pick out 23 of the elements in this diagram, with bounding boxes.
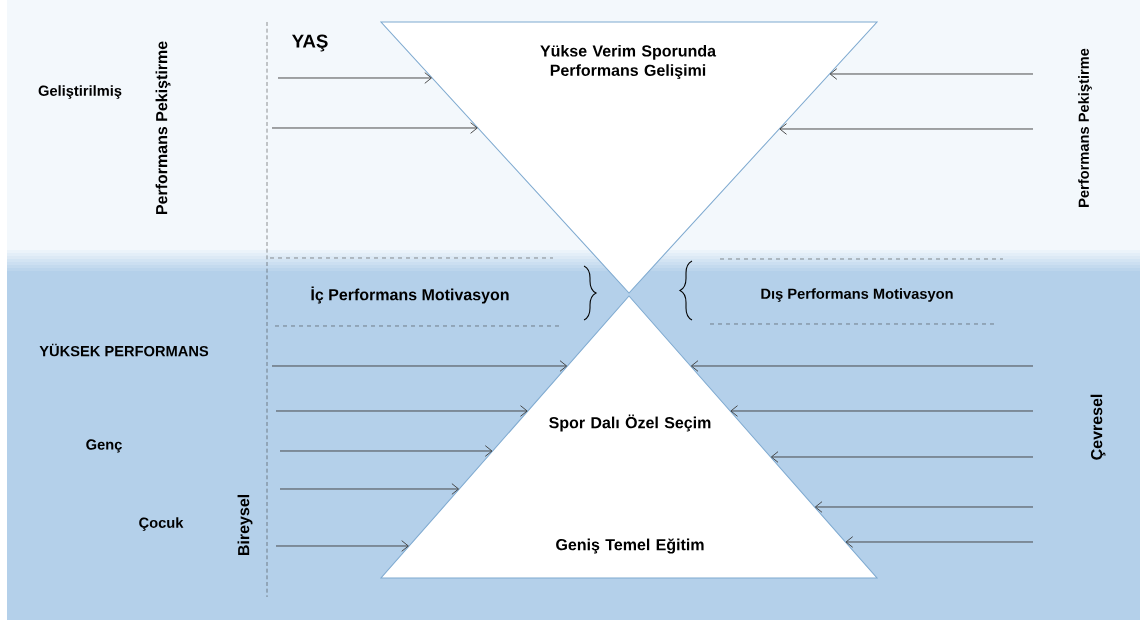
arrow <box>730 405 1034 417</box>
label: Geliştirilmiş <box>38 85 122 99</box>
arrow <box>277 72 432 84</box>
arrow <box>279 483 460 495</box>
arrow <box>690 360 1034 372</box>
arrow <box>275 405 528 417</box>
arrow <box>770 451 1034 463</box>
arrow <box>275 540 409 552</box>
label: Performans Pekiştirme <box>155 41 171 215</box>
arrow <box>279 445 493 457</box>
label: Çocuk <box>139 517 184 531</box>
label: Genç <box>86 439 122 453</box>
arrow <box>845 536 1034 548</box>
arrow <box>271 122 478 134</box>
label: Performans Pekiştirme <box>1078 48 1092 207</box>
arrow <box>271 360 568 372</box>
label: YÜKSEK PERFORMANS <box>39 343 209 357</box>
arrow <box>779 123 1034 135</box>
label: YAŞ <box>292 34 328 52</box>
arrow <box>829 68 1034 80</box>
label: Bireysel <box>237 495 253 556</box>
label: Çevresel <box>1090 394 1106 460</box>
arrow <box>814 501 1034 513</box>
